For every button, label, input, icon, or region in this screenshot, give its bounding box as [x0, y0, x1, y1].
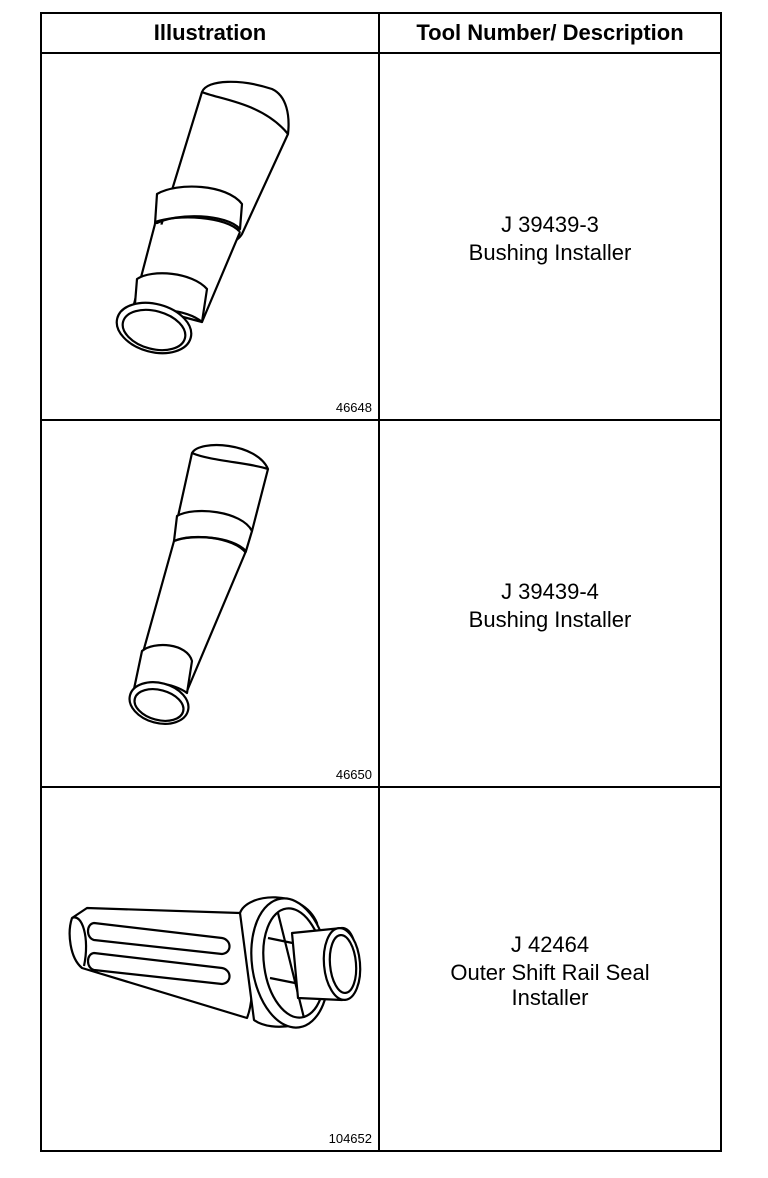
figure-number: 46650 — [335, 767, 372, 782]
figure-number: 104652 — [328, 1131, 372, 1146]
description-cell: J 42464 Outer Shift Rail Seal Installer — [380, 788, 720, 1150]
tool-description: Outer Shift Rail Seal Installer — [450, 960, 650, 1010]
table-row: 46650 J 39439-4 Bushing Installer — [42, 421, 720, 788]
bushing-installer-icon — [115, 80, 290, 355]
seal-installer-icon — [68, 896, 362, 1029]
tool-number: J 42464 — [510, 932, 590, 958]
tool-description: Bushing Installer — [468, 606, 632, 632]
tool-table: Illustration Tool Number/ Description 46… — [40, 12, 722, 1152]
bushing-installer-icon — [128, 443, 270, 725]
illustration-cell: 104652 — [42, 788, 380, 1150]
description-cell: J 39439-4 Bushing Installer — [380, 421, 720, 786]
description-cell: J 39439-3 Bushing Installer — [380, 54, 720, 419]
illustration-cell: 46648 — [42, 54, 380, 419]
column-header-tool-description: Tool Number/ Description — [380, 14, 720, 54]
table-row: 46648 J 39439-3 Bushing Installer — [42, 54, 720, 421]
column-header-illustration: Illustration — [42, 14, 380, 54]
tool-number: J 39439-4 — [501, 578, 599, 604]
illustration-cell: 46650 — [42, 421, 380, 786]
tool-description: Bushing Installer — [468, 239, 632, 265]
tool-number: J 39439-3 — [501, 211, 599, 237]
table-row: 104652 J 42464 Outer Shift Rail Seal Ins… — [42, 788, 720, 1150]
figure-number: 46648 — [335, 400, 372, 415]
